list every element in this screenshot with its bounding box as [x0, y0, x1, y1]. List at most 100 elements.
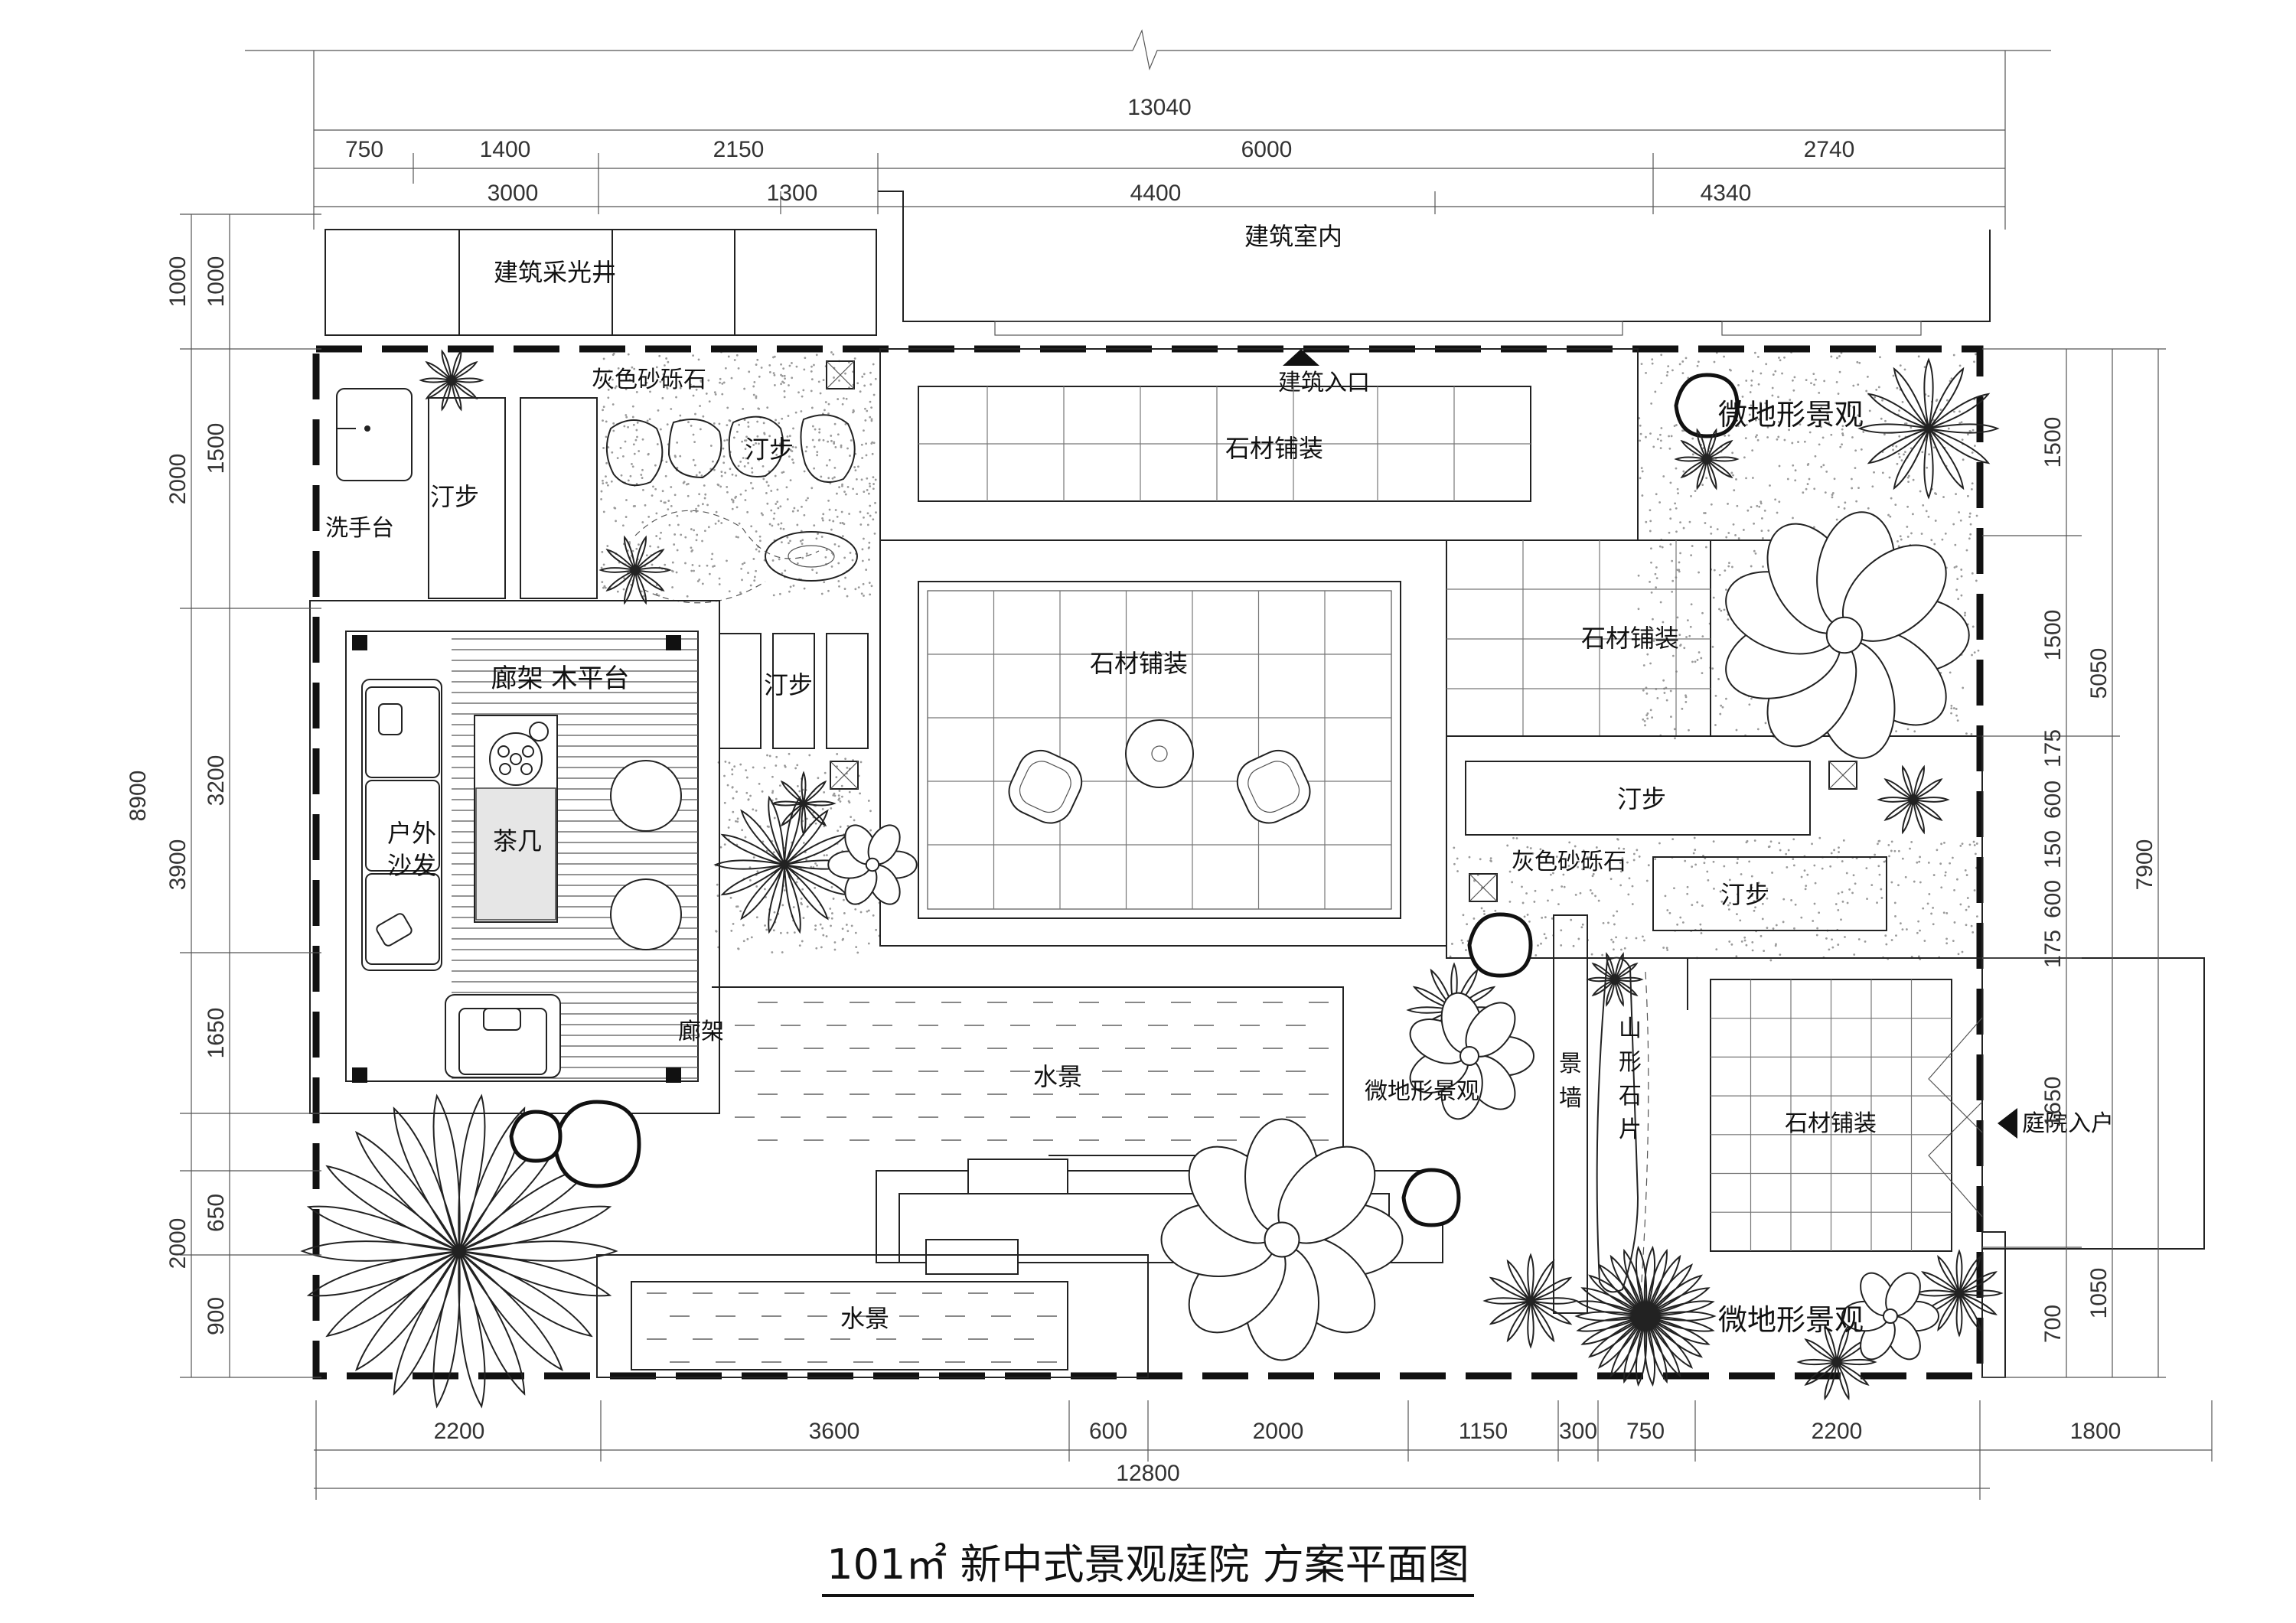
dim-top-total: 13040	[1127, 95, 1191, 120]
top-dimension-lines	[245, 29, 2051, 230]
step-left-label: 汀步	[430, 482, 479, 511]
scene-wall	[1553, 914, 1588, 1314]
dim-label: 1500	[204, 423, 229, 474]
dim-right-inner: 1500 1500 175 600 150 600 175 1650 1050 …	[2040, 417, 2112, 1343]
rock-label-4: 片	[1619, 1116, 1642, 1143]
planter-box-icon	[1469, 761, 1857, 902]
indoor-label: 建筑室内	[1244, 222, 1342, 251]
patio-table-and-chairs	[1008, 719, 1311, 824]
sofa-label-line2: 沙发	[387, 851, 436, 880]
dim-label: 2000	[1253, 1419, 1304, 1444]
dim-label: 175	[2040, 930, 2066, 968]
dim-label: 1400	[480, 137, 531, 162]
dim-label: 2200	[434, 1419, 485, 1444]
dim-label: 2150	[713, 137, 765, 162]
dim-label: 2740	[1804, 137, 1855, 162]
step-top-label: 汀步	[745, 435, 794, 464]
dim-label: 1500	[2040, 417, 2066, 468]
dim-right-outer: 5050 7900	[2086, 648, 2157, 891]
sofa-label-line1: 户外	[387, 819, 436, 848]
dim-label: 3900	[165, 839, 191, 891]
dim-bottom-row1: 2200 3600 600 2000 1150 300 750 2200 180…	[434, 1419, 2122, 1444]
dim-bottom-total: 12800	[1116, 1461, 1179, 1486]
dim-label: 1650	[2040, 1077, 2066, 1128]
rock-label-3: 石	[1619, 1083, 1642, 1110]
dim-label: 5050	[2086, 648, 2112, 699]
plan-title-text: 101㎡ 新中式景观庭院 方案平面图	[822, 1530, 1474, 1597]
site-boundary	[312, 345, 1984, 1380]
dim-label: 1000	[165, 256, 191, 308]
skylight-label: 建筑采光井	[494, 258, 616, 287]
rock-label-2: 形	[1619, 1049, 1642, 1076]
water2-label: 水景	[840, 1304, 889, 1333]
stepping-stones-mid	[719, 633, 869, 790]
stone-top-label: 石材铺装	[1225, 434, 1323, 463]
dim-label: 750	[1626, 1419, 1665, 1444]
dim-label: 650	[204, 1194, 229, 1232]
entrance-arrow-icon	[1283, 349, 1319, 366]
dim-label: 300	[1559, 1419, 1597, 1444]
stepping-stone-right-1	[1465, 761, 1811, 836]
dim-label: 3000	[488, 181, 539, 206]
dim-label: 7900	[2132, 839, 2157, 891]
dim-top-row2: 3000 1300 4400 4340	[488, 181, 1752, 206]
micro-terrain-mid-label: 微地形景观	[1365, 1078, 1479, 1105]
dim-label: 1050	[2086, 1268, 2112, 1319]
dim-label: 750	[345, 137, 383, 162]
stepping-stone-left-2	[520, 397, 598, 599]
rock-slab	[1596, 957, 1649, 1294]
step-mid-label: 汀步	[764, 670, 813, 699]
tea-table-label: 茶几	[493, 826, 542, 855]
water-feature-upper	[712, 986, 1344, 1156]
dim-label-total: 8900	[126, 771, 151, 822]
dim-label: 4400	[1130, 181, 1182, 206]
water1-label: 水景	[1033, 1062, 1082, 1091]
planter-box-icon	[826, 360, 855, 389]
yard-entry-arrow-icon	[1998, 1108, 2017, 1139]
dim-label: 2200	[1812, 1419, 1863, 1444]
planting	[300, 349, 2004, 1409]
dim-label: 1800	[2070, 1419, 2122, 1444]
step-right2-label: 汀步	[1720, 880, 1769, 909]
armchair	[445, 994, 561, 1078]
dim-label: 600	[1089, 1419, 1127, 1444]
stone-right-label: 石材铺装	[1581, 624, 1679, 653]
yard-entry-door	[1928, 957, 2205, 1378]
stone-paving-top	[918, 386, 1531, 502]
entrance-label: 建筑入口	[1278, 370, 1370, 396]
washbasin-label: 洗手台	[325, 515, 394, 542]
dim-label: 1000	[204, 256, 229, 308]
dim-label: 4340	[1701, 181, 1752, 206]
dim-label: 1500	[2040, 610, 2066, 661]
building-outline	[325, 191, 1991, 336]
dim-label: 1300	[767, 181, 818, 206]
stepping-stone-right-2	[1652, 856, 1887, 931]
micro-terrain-top-label: 微地形景观	[1718, 398, 1864, 432]
outdoor-sofa	[361, 679, 442, 971]
dim-label: 175	[2040, 729, 2066, 768]
dim-label: 3600	[809, 1419, 860, 1444]
pergola-deck-label: 廊架 木平台	[491, 663, 630, 694]
scene-wall-label-1: 景	[1559, 1051, 1582, 1077]
right-dimension-lines	[1982, 348, 2166, 1378]
dim-label: 6000	[1241, 137, 1293, 162]
dim-label: 700	[2040, 1305, 2066, 1343]
stone-center-label: 石材铺装	[1090, 649, 1188, 678]
step-right1-label: 汀步	[1617, 784, 1666, 813]
stone-bottom-right-label: 石材铺装	[1785, 1110, 1877, 1137]
rock-label-1: 山	[1619, 1015, 1642, 1042]
gravel-top-label: 灰色砂砾石	[592, 367, 706, 393]
stepping-stone-left	[428, 397, 506, 599]
dim-label: 600	[2040, 880, 2066, 918]
dim-label: 600	[2040, 781, 2066, 819]
pergola-label: 廊架	[678, 1018, 724, 1045]
water-feature-steps	[596, 1159, 1443, 1378]
washbasin	[336, 388, 413, 481]
pebble-stones	[605, 414, 858, 604]
yard-entry-label: 庭院入户	[2022, 1110, 2114, 1137]
gravel-mid-label: 灰色砂砾石	[1512, 849, 1626, 875]
scene-wall-label-2: 墙	[1559, 1085, 1582, 1112]
left-dimension-lines	[180, 213, 321, 1378]
plan-title: 101㎡ 新中式景观庭院 方案平面图	[0, 1530, 2296, 1597]
